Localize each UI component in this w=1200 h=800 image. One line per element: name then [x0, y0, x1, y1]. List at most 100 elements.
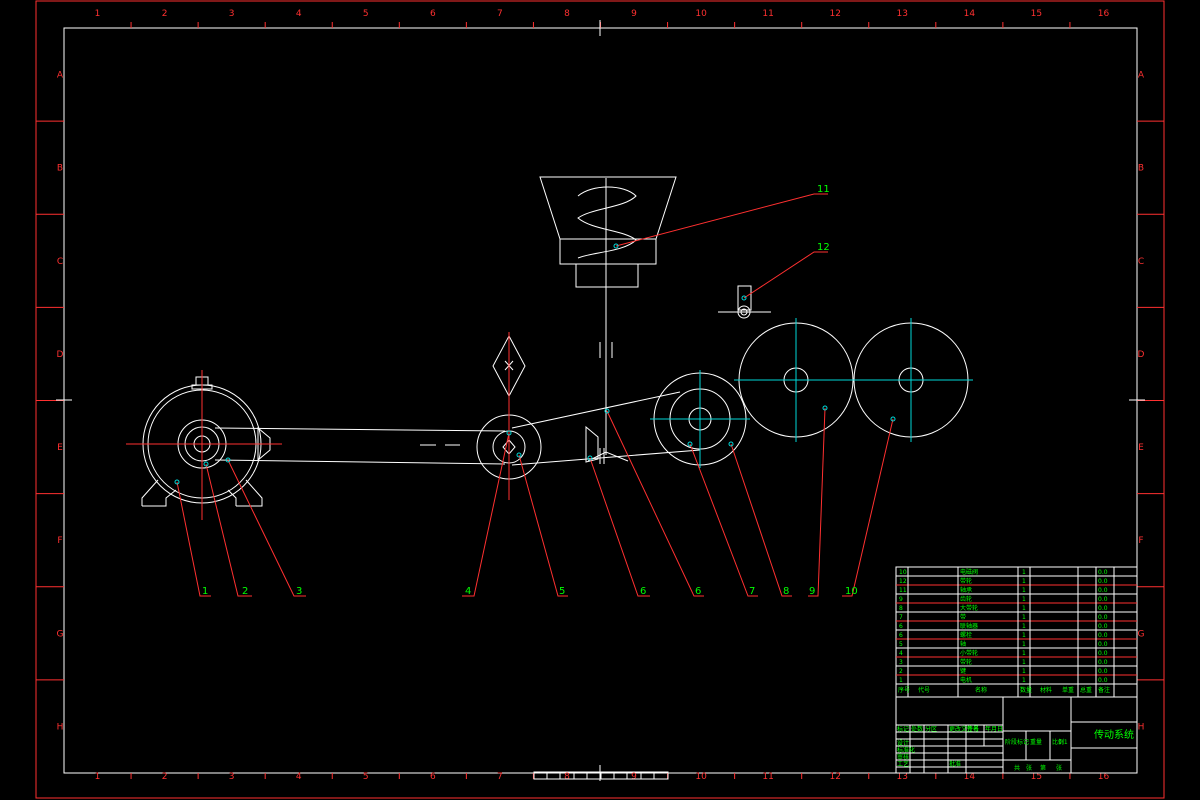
zone-row-label: E	[57, 443, 63, 453]
zone-row-label: B	[1138, 164, 1144, 174]
bom-cell: 0.0	[1098, 641, 1108, 648]
bom-cell: 1	[1022, 632, 1026, 639]
drawing-title: 传动系统	[1094, 728, 1134, 741]
zone-column-label: 7	[497, 9, 503, 19]
zone-column-label: 9	[631, 9, 637, 19]
title-block-cell: 处数	[911, 725, 923, 733]
bevel-gear	[585, 425, 629, 464]
bom-header-cell: 数量	[1020, 686, 1032, 694]
bom-cell: 0.0	[1098, 569, 1108, 576]
bom-cell: 齿轮	[960, 595, 972, 603]
bom-cell: 4	[899, 650, 903, 657]
bom-header-cell: 备注	[1098, 686, 1110, 694]
part-label: 8	[783, 586, 789, 597]
title-block-cell: 年月日	[985, 725, 1003, 733]
bom-cell: 0.0	[1098, 677, 1108, 684]
bom-cell: 1	[1022, 605, 1026, 612]
bom-cell: 1	[1022, 659, 1026, 666]
part-label: 9	[809, 586, 815, 597]
zone-column-label: 15	[1031, 9, 1042, 19]
scale-ruler	[533, 771, 669, 780]
part-label: 11	[817, 184, 830, 195]
title-block-cell: 工艺	[897, 760, 909, 768]
bom-cell: 1	[1022, 614, 1026, 621]
title-block-cell: 分区	[925, 725, 937, 733]
part-label: 4	[465, 586, 471, 597]
part-label: 6	[640, 586, 646, 597]
zone-column-label: 6	[430, 9, 436, 19]
title-block-cell: 比例	[1052, 738, 1064, 746]
zone-column-label: 5	[363, 9, 369, 19]
bom-header-cell: 总重	[1080, 686, 1092, 694]
bom-cell: 1	[1022, 623, 1026, 630]
zone-column-label: 12	[829, 9, 840, 19]
zone-column-label: 9	[631, 772, 637, 782]
zone-column-label: 11	[762, 772, 773, 782]
zone-row-label: D	[1138, 350, 1145, 360]
bom-cell: 6	[899, 632, 903, 639]
part-label: 3	[296, 586, 302, 597]
bom-cell: 10	[899, 569, 907, 576]
bom-cell: 5	[899, 641, 903, 648]
title-block-cell: 设计	[897, 739, 909, 747]
part-labels: 1 2 3 4 5 6 6 7 8 9 10 11 12	[202, 184, 858, 597]
zone-ticks	[36, 22, 1164, 779]
zone-row-label: C	[57, 257, 63, 267]
bom-cell: 1	[1022, 641, 1026, 648]
zone-column-label: 4	[296, 772, 302, 782]
bom-cell: 6	[899, 623, 903, 630]
zone-column-label: 14	[964, 772, 976, 782]
zone-row-label: H	[1138, 722, 1145, 732]
leader-markers	[174, 243, 896, 485]
bom-header-cell: 名称	[975, 686, 987, 694]
zone-column-label: 2	[162, 9, 168, 19]
bom-cell: 电磁阀	[960, 568, 978, 576]
bom-cell: 1	[1022, 587, 1026, 594]
bom-cell: 3	[899, 659, 903, 666]
title-block-cell: 标准化	[897, 746, 915, 754]
zone-column-label: 10	[695, 772, 707, 782]
title-block-cell: 第	[1040, 764, 1046, 772]
zone-column-label: 6	[430, 772, 436, 782]
drawing-scale: 1:1	[1058, 739, 1068, 746]
zone-column-label: 8	[564, 772, 570, 782]
zone-row-label: A	[57, 71, 64, 81]
bom-cell: 0.0	[1098, 659, 1108, 666]
zone-column-label: 4	[296, 9, 302, 19]
bom-cell: 7	[899, 614, 903, 621]
bom-cell: 1	[1022, 677, 1026, 684]
zone-row-label: E	[1138, 443, 1144, 453]
bom-cell: 0.0	[1098, 614, 1108, 621]
bom-cell: 轴	[960, 640, 966, 648]
bom-cell: 1	[1022, 596, 1026, 603]
zone-row-label: D	[57, 350, 64, 360]
title-block-cell: 张	[1026, 764, 1032, 772]
zone-row-label: B	[57, 164, 63, 174]
title-block-cells: 标记处数分区更改文件号签名年月日设计标准化阶段标记重量比例审核工艺批准共张第张	[897, 725, 1064, 772]
outer-border	[35, 0, 1165, 799]
bom-header-cell: 代号	[918, 686, 930, 694]
bom-header-cell: 序号	[898, 686, 910, 694]
inner-border	[63, 27, 1138, 774]
bom-cell: 键	[960, 667, 966, 675]
bom-cell: 9	[899, 596, 903, 603]
zone-column-label: 16	[1098, 9, 1110, 19]
bom-cell: 电机	[960, 676, 972, 684]
title-block-cell: 批准	[949, 760, 961, 768]
bom-cell: 螺栓	[960, 631, 972, 639]
bom-cell: 0.0	[1098, 650, 1108, 657]
title-block-cell: 更改文件号	[949, 725, 979, 733]
bom-cell: 2	[899, 668, 903, 675]
zone-row-label: F	[1138, 536, 1143, 546]
title-block-cell: 共	[1014, 764, 1020, 772]
zone-column-label: 15	[1031, 772, 1042, 782]
large-wheel-1-axes	[734, 318, 858, 442]
zone-row-label: H	[57, 722, 64, 732]
bom-cell: 1	[899, 677, 903, 684]
bom-cell: 轴承	[960, 586, 972, 594]
motor-assembly	[141, 376, 271, 507]
bom-cell: 1	[1022, 668, 1026, 675]
